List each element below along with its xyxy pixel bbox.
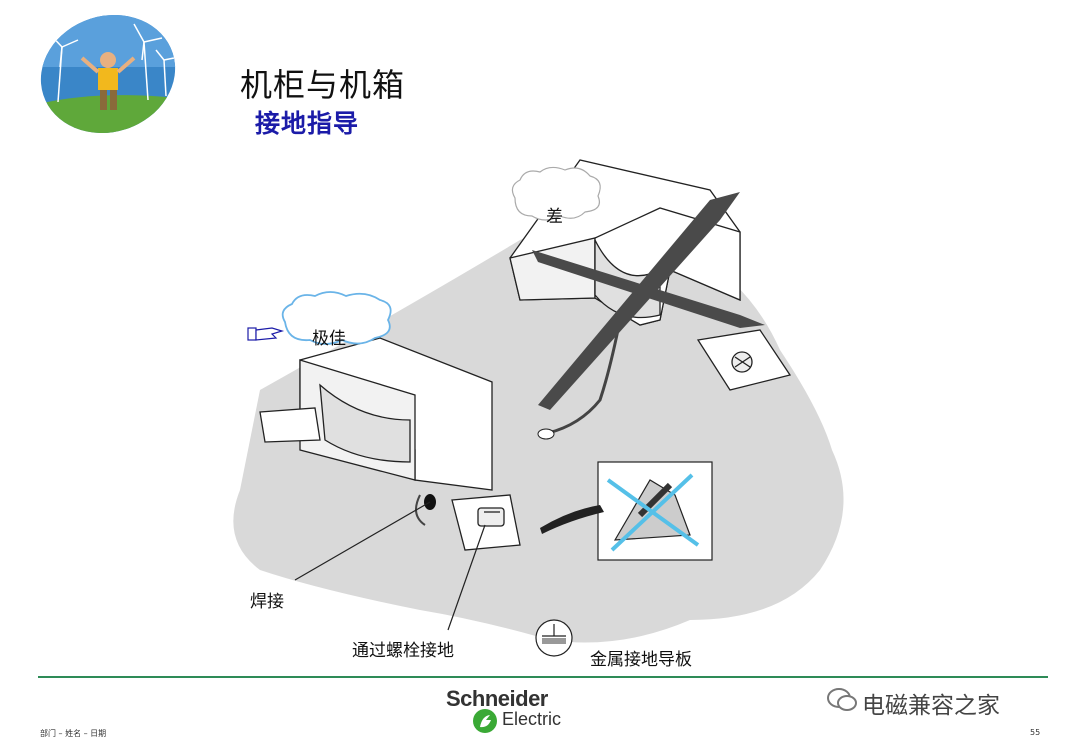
front-box-best <box>259 337 521 551</box>
cross-arrow-1 <box>538 192 740 410</box>
brand-name: Schneider <box>446 686 548 711</box>
cross-arrow-2 <box>532 250 765 328</box>
watermark-text: 电磁兼容之家 <box>862 693 1000 719</box>
brand-logo-icon <box>473 709 497 733</box>
label-bad: 差 <box>546 207 563 227</box>
cloud-best <box>281 291 392 345</box>
brand-subname: Electric <box>502 709 562 729</box>
logo-windmill-image <box>38 12 178 136</box>
arrow-to-inset <box>540 505 604 534</box>
label-metal-plate: 金属接地导板 <box>590 650 692 670</box>
footer-divider <box>38 676 1048 678</box>
label-best: 极佳 <box>312 329 346 349</box>
label-bolt-ground: 通过螺栓接地 <box>352 641 454 661</box>
page-number: 55 <box>1030 728 1041 737</box>
page-title: 机柜与机箱 <box>240 66 406 104</box>
page-subtitle: 接地指导 <box>255 109 360 138</box>
ground-symbol-icon <box>535 619 573 657</box>
wechat-icon <box>827 688 857 711</box>
grounding-diagram <box>233 159 844 657</box>
inset-crossed-out <box>597 461 713 561</box>
cloud-bad <box>511 166 601 221</box>
pointing-hand-icon <box>247 327 285 341</box>
footer-meta: 部门 – 姓名 – 日期 <box>40 729 107 738</box>
label-weld: 焊接 <box>250 592 284 612</box>
